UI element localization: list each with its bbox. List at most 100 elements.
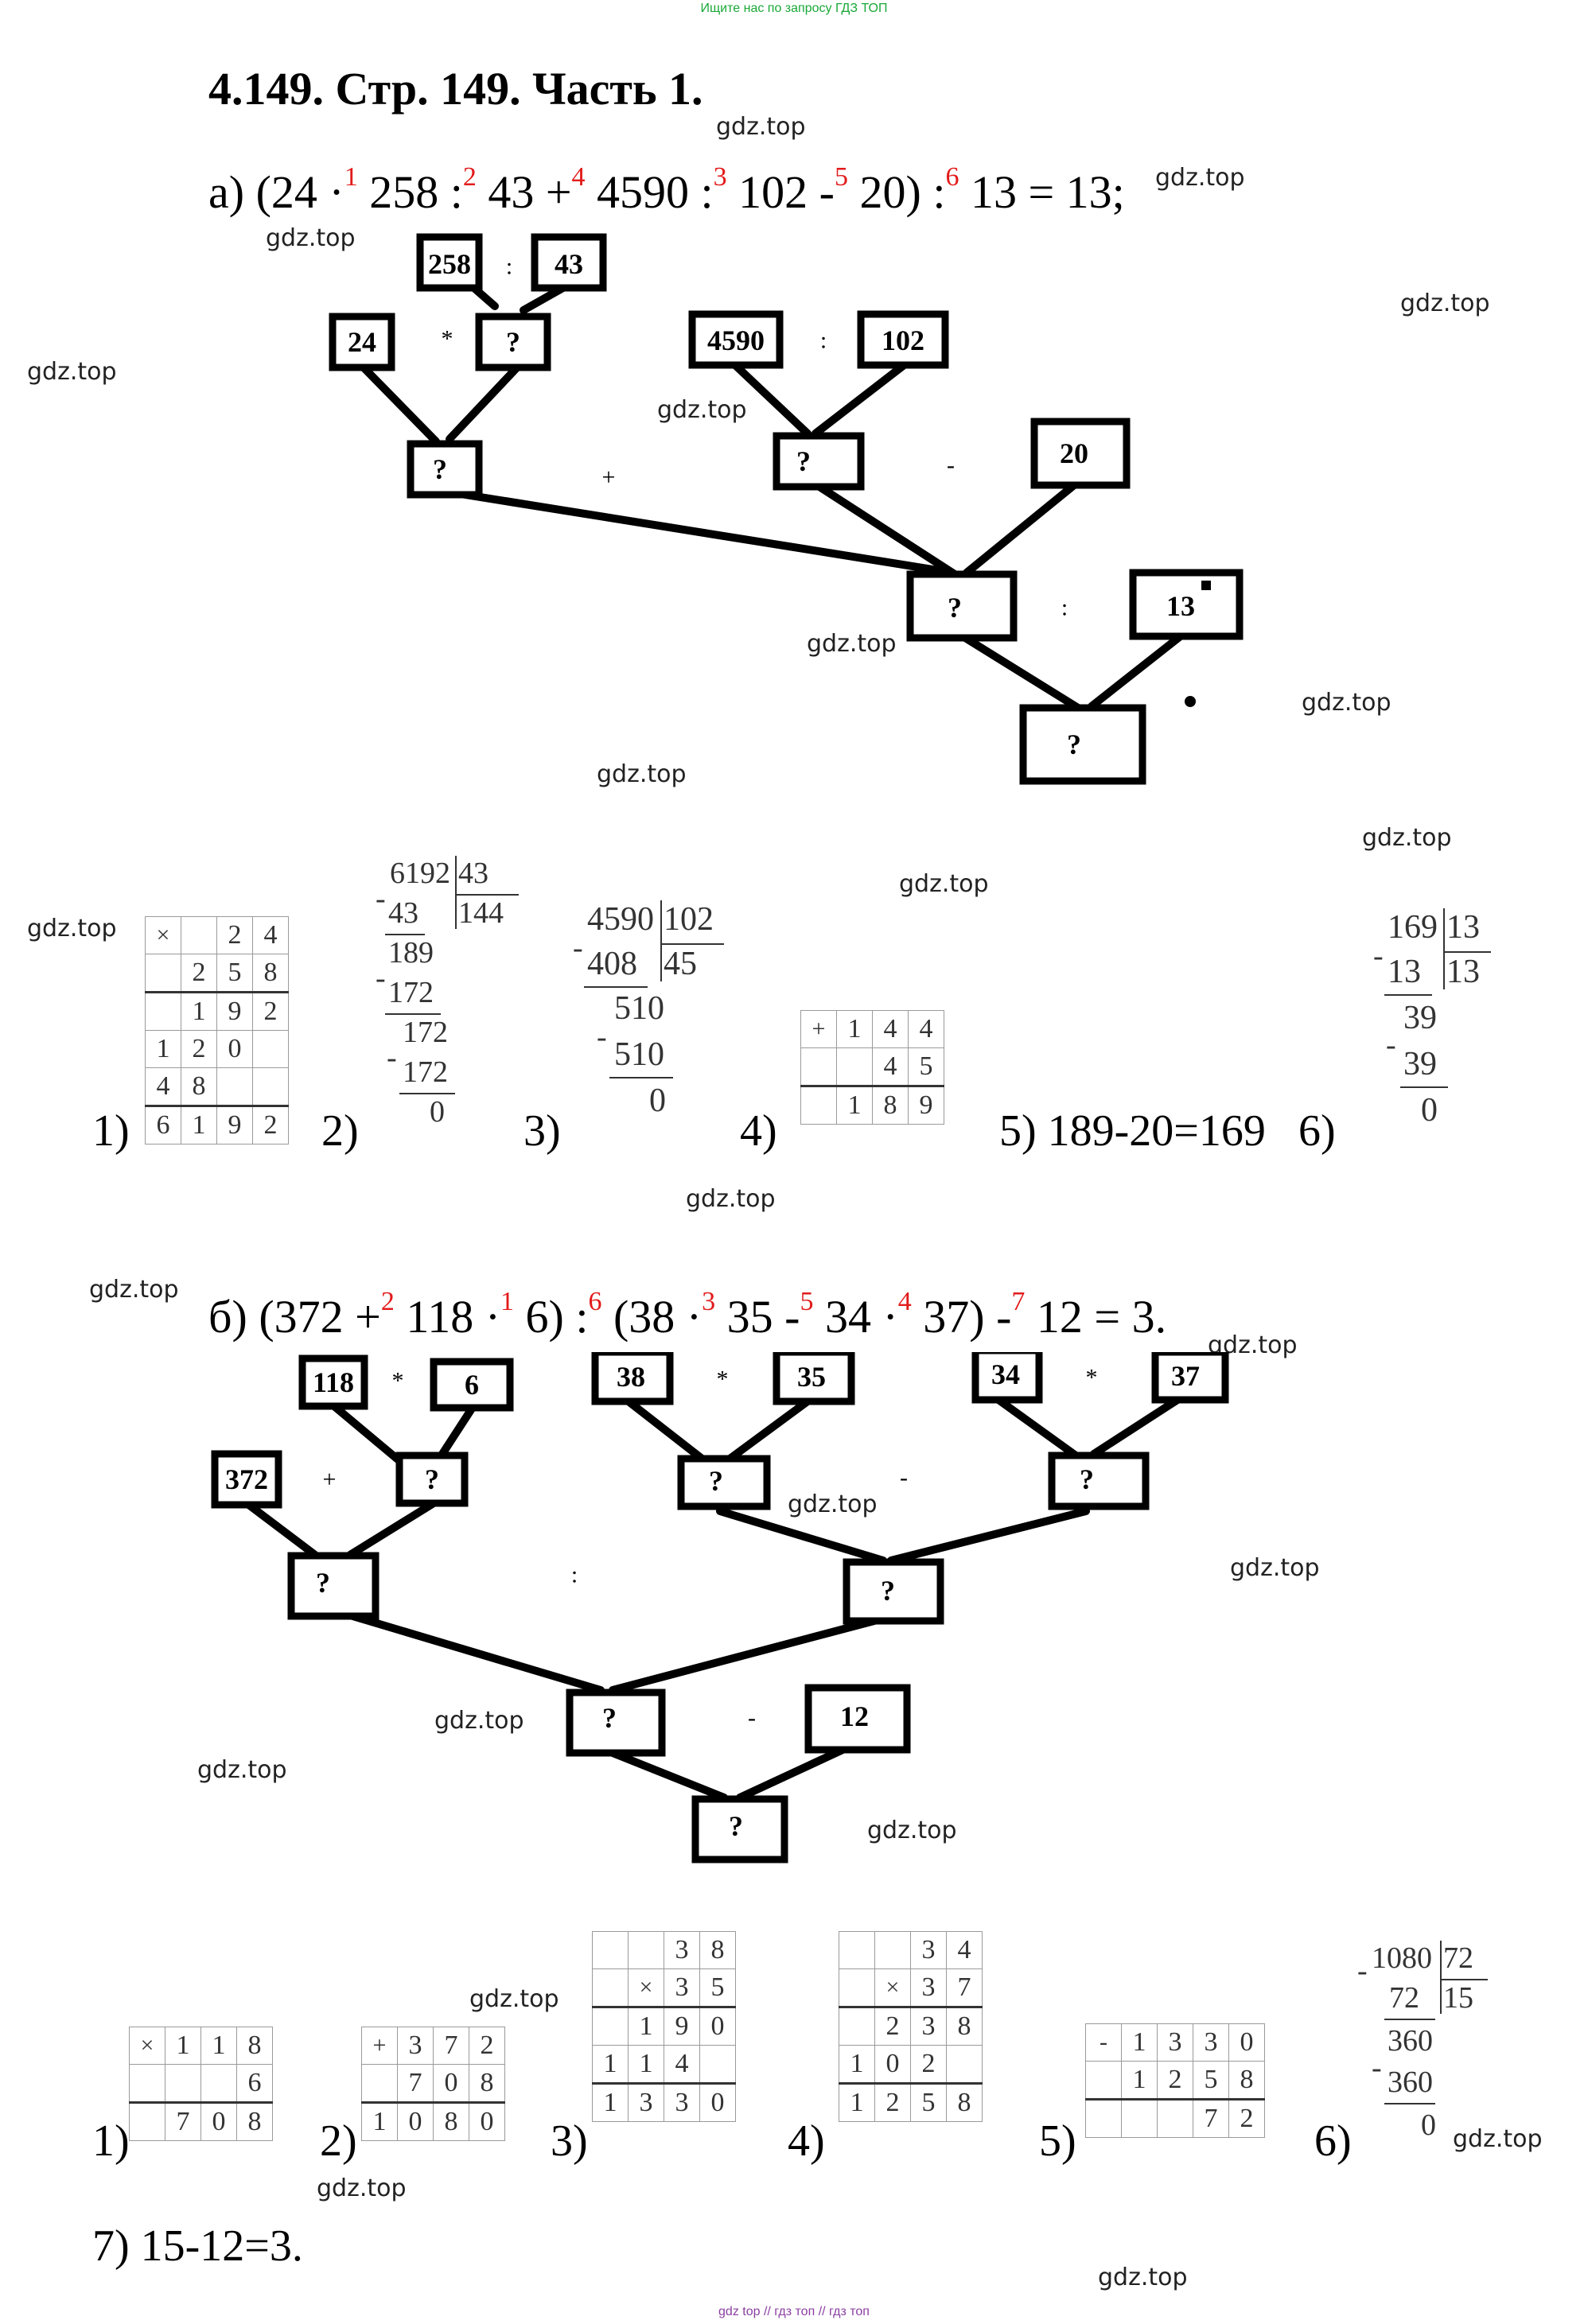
final-remainder: 0 xyxy=(430,1095,445,1129)
grid-cell: 3 xyxy=(664,2082,700,2122)
grid-cell xyxy=(839,1968,875,2007)
tree-edges xyxy=(243,1396,1181,1801)
step-number: 2 xyxy=(462,162,477,192)
tree-node xyxy=(773,1352,855,1405)
watermark: gdz.top xyxy=(1453,2125,1543,2153)
division-bar xyxy=(584,986,648,988)
quotient: 13 xyxy=(1446,954,1480,990)
divisor: 13 xyxy=(1446,909,1480,946)
expr-text: 4590 : xyxy=(585,166,714,218)
division-bar xyxy=(385,934,425,935)
grid-cell: 6 xyxy=(145,1105,181,1145)
grid-cell: 6 xyxy=(236,2064,273,2103)
tree-node xyxy=(430,1358,514,1412)
part-a-tree-diagram: 258 : 43 24 * ? 4590 : 102 ? + ? - 20 ? … xyxy=(329,233,1244,785)
grid-cell: 0 xyxy=(216,1030,253,1068)
grid-cell: 2 xyxy=(1157,2061,1193,2100)
tree-node xyxy=(677,1455,771,1510)
tree-node-label: 258 xyxy=(428,248,471,280)
grid-cell xyxy=(839,1931,875,1969)
subtrahend: 39 xyxy=(1403,1046,1437,1082)
subtrahend: 172 xyxy=(403,1055,448,1089)
remainder: 510 xyxy=(614,990,664,1027)
step-label: 1) xyxy=(92,2116,130,2166)
tree-edge xyxy=(736,1742,855,1801)
minus-sign: - xyxy=(387,1041,397,1075)
grid-cell: 0 xyxy=(874,2045,911,2084)
tree-node-label: 34 xyxy=(991,1358,1020,1390)
top-note: Ищите нас по запросу ГДЗ ТОП xyxy=(700,2,888,15)
remainder: 189 xyxy=(388,936,434,970)
tree-edge xyxy=(959,632,1082,712)
grid-cell xyxy=(946,2045,983,2084)
grid-cell xyxy=(216,1067,253,1106)
tree-edge xyxy=(346,1499,438,1559)
grid-cell xyxy=(165,2064,201,2103)
tree-node xyxy=(475,313,551,371)
tree-operator: - xyxy=(900,1465,908,1491)
grid-cell xyxy=(839,2006,875,2046)
tree-operator: * xyxy=(442,326,453,352)
step-label: 1) xyxy=(92,1106,130,1156)
tree-edge xyxy=(963,481,1078,577)
grid-cell xyxy=(361,2064,398,2103)
watermark: gdz.top xyxy=(686,1185,776,1213)
tree-node-label: ? xyxy=(602,1702,617,1734)
grid-cell: 8 xyxy=(946,2006,983,2046)
tree-edge xyxy=(1088,628,1189,710)
grid-cell xyxy=(1121,2098,1158,2138)
grid-cell: 8 xyxy=(433,2101,469,2141)
grid-cell xyxy=(592,1931,629,1969)
grid-cell: 9 xyxy=(216,1105,253,1145)
tree-edge xyxy=(887,1507,1090,1564)
tree-operator: - xyxy=(947,453,955,479)
grid-cell: 3 xyxy=(628,2082,664,2122)
tree-node xyxy=(531,233,607,292)
watermark: gdz.top xyxy=(27,915,117,942)
grid-cell: 3 xyxy=(397,2027,434,2065)
grid-cell xyxy=(836,1047,873,1086)
watermark: gdz.top xyxy=(27,358,117,386)
tree-node xyxy=(211,1450,282,1509)
tree-node xyxy=(1030,418,1131,489)
division-bar xyxy=(1400,1086,1448,1088)
tree-edge xyxy=(243,1499,319,1559)
tree-node-label: ? xyxy=(506,326,520,358)
expr-text: 258 : xyxy=(357,166,463,218)
minus-sign: - xyxy=(1386,1028,1396,1062)
division-bar xyxy=(1384,2019,1435,2020)
tree-operator: - xyxy=(748,1705,756,1731)
grid-cell: 0 xyxy=(699,2006,736,2046)
tree-node xyxy=(1019,704,1146,785)
step-a3-long-division: 4590 102 - 408 45 510 - 510 0 xyxy=(573,899,748,1145)
dividend: 169 xyxy=(1388,909,1438,946)
grid-cell: 1 xyxy=(165,2027,201,2065)
subtrahend: 360 xyxy=(1388,2066,1433,2099)
grid-cell: 3 xyxy=(664,1968,700,2007)
watermark: gdz.top xyxy=(317,2174,407,2202)
tree-edge xyxy=(609,1615,887,1694)
expr-text: 34 · xyxy=(813,1291,898,1343)
watermark: gdz.top xyxy=(788,1490,878,1518)
grid-cell: 1 xyxy=(145,1030,181,1068)
grid-cell: 9 xyxy=(216,991,253,1031)
subtrahend: 72 xyxy=(1389,1981,1419,2015)
grid-cell: × xyxy=(145,916,181,954)
grid-cell: 4 xyxy=(252,916,289,954)
tree-node-label: 13 xyxy=(1166,590,1195,622)
grid-cell xyxy=(129,2101,165,2141)
tree-node-label: 20 xyxy=(1060,437,1088,469)
tree-node-label: ? xyxy=(881,1575,895,1607)
grid-cell: 1 xyxy=(839,2082,875,2122)
grid-cell: 1 xyxy=(836,1010,873,1048)
grid-cell: 2 xyxy=(874,2082,911,2122)
division-bar xyxy=(399,1093,455,1094)
quotient: 144 xyxy=(458,896,504,930)
tree-node xyxy=(773,432,865,491)
tree-operator: * xyxy=(717,1366,729,1393)
grid-cell: 3 xyxy=(664,1931,700,1969)
part-a-expression: а) (24 ·1 258 :2 43 +4 4590 :3 102 -5 20… xyxy=(208,162,1125,219)
